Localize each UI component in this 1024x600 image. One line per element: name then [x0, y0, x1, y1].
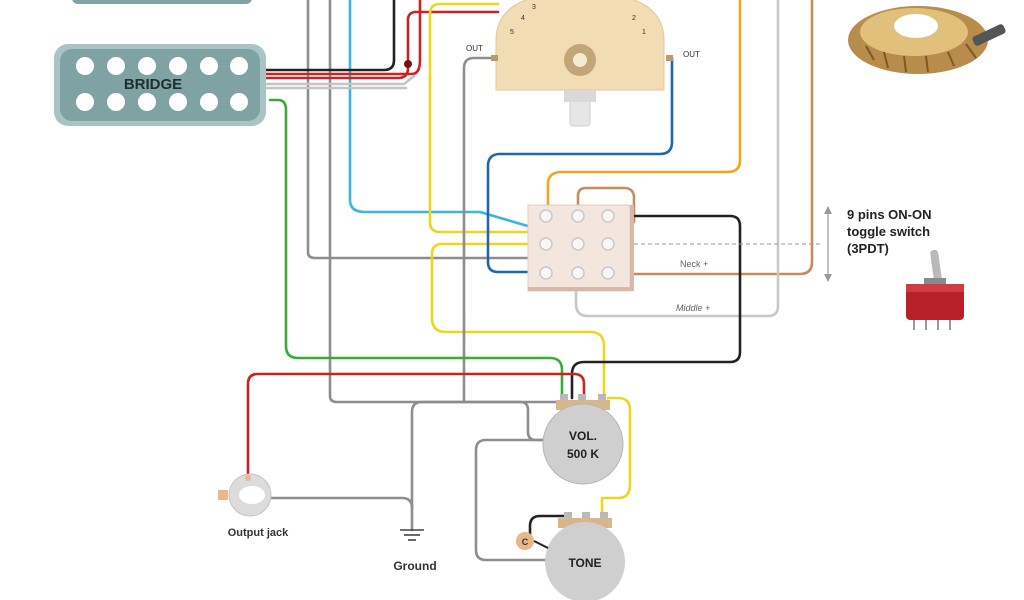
pole-pieces [76, 57, 248, 111]
toggle-middle-label: Middle + [676, 303, 710, 313]
wire-black-cap [528, 514, 566, 540]
output-jack-label: Output jack [228, 527, 289, 539]
wire-grey-mid [328, 0, 562, 404]
selector-pos-4: 4 [521, 15, 525, 22]
toggle-title-line2: toggle switch [847, 224, 931, 239]
wire-brown-loop [576, 186, 636, 224]
volume-label-line2: 500 K [567, 447, 599, 461]
wire-grey-left [306, 0, 542, 260]
wire-white-right [574, 0, 780, 318]
toggle-switch-photo [906, 249, 964, 330]
selector-switch-photo [848, 6, 1006, 74]
wire-blue [486, 56, 674, 274]
selector-pos-3: 3 [532, 4, 536, 11]
wire-brown [612, 0, 814, 276]
bridge-pickup: BRIDGE [54, 44, 266, 126]
wire-orange [546, 0, 742, 208]
wire-red-jack [246, 372, 586, 480]
bridge-label: BRIDGE [124, 76, 182, 93]
wire-grey-out [462, 56, 496, 404]
tone-capacitor: C [516, 532, 549, 550]
tone-pot: TONE C [516, 512, 625, 600]
wire-grey-ground-2 [410, 400, 550, 510]
selector-out-left: OUT [466, 44, 483, 53]
ground-symbol [400, 529, 424, 541]
wire-green [268, 98, 564, 400]
top-pickup-edge [72, 0, 252, 4]
selector-position-numbers: 5 4 3 2 1 [510, 4, 646, 36]
toggle-description: 9 pins ON-ON toggle switch (3PDT) [847, 206, 932, 257]
output-jack: Output jack [218, 473, 289, 539]
wire-grey-ground [268, 496, 414, 532]
toggle-title-line3: (3PDT) [847, 241, 889, 256]
wire-yellow-top [428, 2, 550, 234]
wires [246, 0, 814, 562]
volume-label-line1: VOL. [569, 429, 597, 443]
selector-out-right: OUT [683, 50, 700, 59]
wire-cyan [348, 0, 550, 234]
toggle-3pdt: Neck + Middle + [527, 204, 822, 313]
toggle-pins [539, 209, 615, 280]
selector-pos-5: 5 [510, 29, 514, 36]
wire-red-bridge [260, 10, 500, 80]
selector-pos-1: 1 [642, 29, 646, 36]
selector-pos-2: 2 [632, 15, 636, 22]
five-way-selector: 5 4 3 2 1 OUT OUT [466, 0, 700, 127]
wire-yellow-vol-tone [600, 396, 632, 518]
wire-white-bridge [260, 74, 416, 86]
wire-yellow-mid [430, 242, 606, 400]
ground-label: Ground [393, 559, 436, 573]
tone-label: TONE [568, 556, 601, 570]
wire-black-bridge [260, 0, 396, 72]
wire-grey-tone [474, 438, 550, 562]
wire-red-bridge-2 [260, 0, 422, 76]
volume-pot: VOL. 500 K [542, 394, 624, 485]
solder-junction [404, 60, 412, 68]
wire-black-toggle [570, 214, 742, 400]
capacitor-label: C [522, 537, 529, 547]
toggle-title-line1: 9 pins ON-ON [847, 207, 932, 222]
toggle-direction-arrow [824, 206, 832, 282]
toggle-neck-label: Neck + [680, 259, 708, 269]
